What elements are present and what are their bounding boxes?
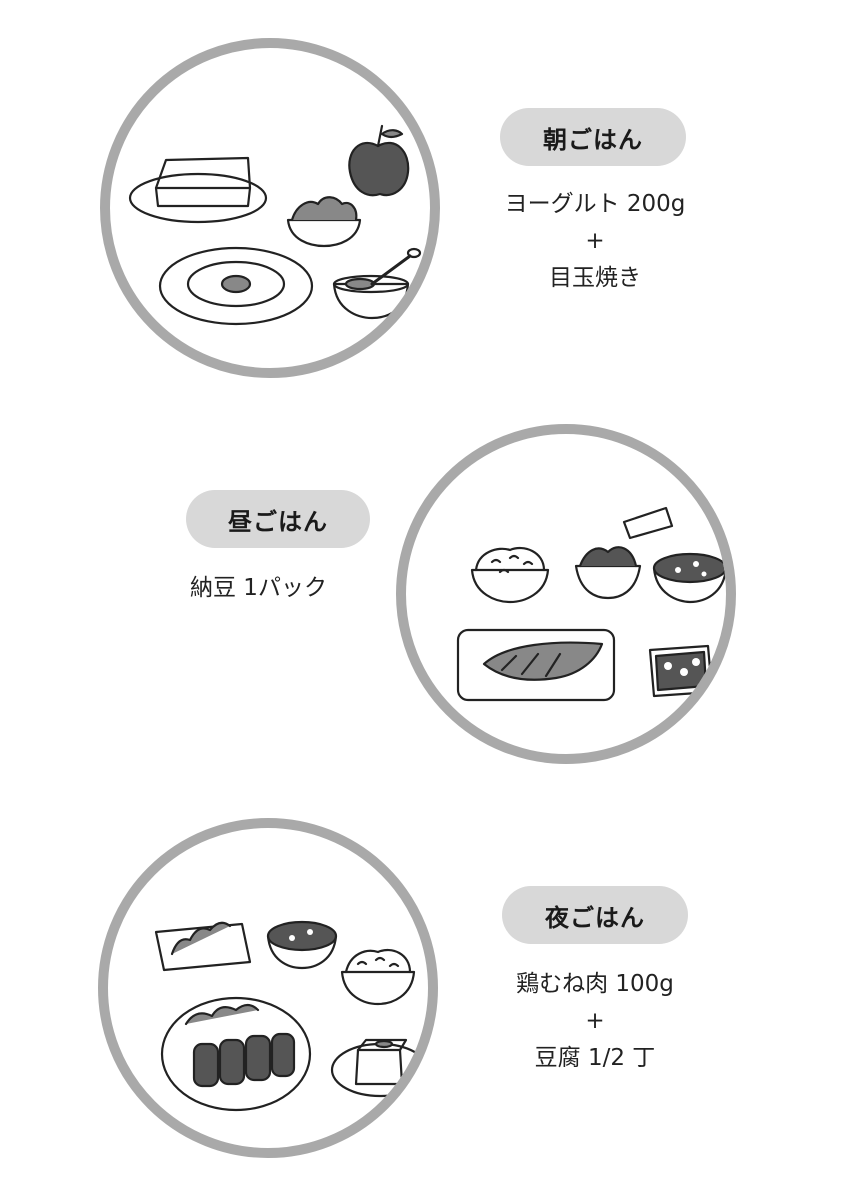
breakfast-line-2: + xyxy=(585,228,605,254)
breakfast-illustration-icon xyxy=(128,124,422,326)
dinner-illustration-icon xyxy=(154,920,428,1112)
cheese-wedge xyxy=(622,506,674,540)
lunch-plate-circle xyxy=(396,424,736,764)
dinner-rice-bowl xyxy=(340,970,416,1006)
dinner-line-3: 豆腐 1/2 丁 xyxy=(534,1045,656,1071)
side-dish-bowl xyxy=(574,564,642,600)
chicken-slice-2 xyxy=(218,1038,246,1086)
spoon xyxy=(370,254,412,286)
breakfast-line-3: 目玉焼き xyxy=(549,265,641,291)
dinner-soup-bowl xyxy=(266,934,338,970)
lunch-section: 昼ごはん 納豆 1パック xyxy=(0,420,854,800)
tofu-plate xyxy=(330,1042,428,1098)
salad-bowl xyxy=(286,218,362,248)
dinner-section: 夜ごはん 鶏むね肉 100g + 豆腐 1/2 丁 xyxy=(0,810,854,1190)
dinner-line-1: 鶏むね肉 100g xyxy=(516,971,674,997)
fish-plate xyxy=(456,628,616,702)
dinner-line-2: + xyxy=(585,1008,605,1034)
bread-plate xyxy=(128,172,268,224)
lunch-description: 納豆 1パック xyxy=(190,570,390,607)
dinner-label-badge: 夜ごはん xyxy=(502,886,688,944)
tofu-block xyxy=(354,1048,404,1086)
egg-plate xyxy=(158,246,314,326)
grilled-salmon xyxy=(482,641,604,681)
soup-bowl xyxy=(652,566,726,604)
breakfast-section: 朝ごはん ヨーグルト 200g + 目玉焼き xyxy=(0,30,854,410)
yogurt-bowl xyxy=(332,282,410,320)
breakfast-line-1: ヨーグルト 200g xyxy=(504,191,686,217)
rice-bowl xyxy=(470,568,550,604)
dinner-plate-circle xyxy=(98,818,438,1158)
breakfast-description: ヨーグルト 200g + 目玉焼き xyxy=(470,186,720,297)
breakfast-plate-circle xyxy=(100,38,440,378)
chicken-plate xyxy=(160,996,312,1112)
lunch-label-badge: 昼ごはん xyxy=(186,490,370,548)
lunch-illustration-icon xyxy=(456,506,726,702)
chicken-slice-4 xyxy=(270,1032,296,1078)
natto-pack xyxy=(648,644,714,698)
lunch-line-1: 納豆 1パック xyxy=(190,575,327,601)
breakfast-label-badge: 朝ごはん xyxy=(500,108,686,166)
dinner-description: 鶏むね肉 100g + 豆腐 1/2 丁 xyxy=(470,966,720,1077)
apple xyxy=(348,141,410,197)
bread-block xyxy=(154,156,252,190)
chicken-slice-3 xyxy=(244,1034,272,1082)
chicken-slice-1 xyxy=(192,1042,220,1088)
